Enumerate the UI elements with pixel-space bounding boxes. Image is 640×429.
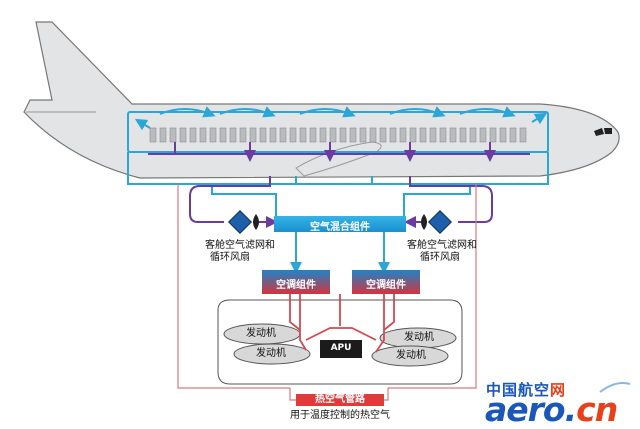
engines: [223, 323, 457, 367]
seat: [149, 127, 157, 143]
engine-right-1-label: 发动机: [404, 332, 434, 343]
right-filter-fan: [421, 209, 453, 235]
seat: [269, 127, 277, 143]
seat: [289, 127, 297, 143]
seat: [459, 127, 467, 143]
seat: [249, 127, 257, 143]
seat: [439, 127, 447, 143]
cabin-seats: [149, 127, 527, 143]
seat: [299, 127, 307, 143]
left-filter-fan: [227, 209, 259, 235]
seat: [399, 127, 407, 143]
filter-right-label-line1: 客舱空气滤网和: [407, 240, 477, 251]
pack-right-label: 空调组件: [366, 280, 406, 291]
logo-cn-accent: 网: [550, 381, 567, 399]
apu-box: [320, 340, 362, 358]
seat: [189, 127, 197, 143]
seat: [169, 127, 177, 143]
logo-en-main: aero.: [485, 390, 577, 429]
seat: [499, 127, 507, 143]
hot-air-duct-label: 热空气管路: [315, 394, 365, 405]
seat: [219, 127, 227, 143]
engine-region: [217, 299, 463, 385]
seat: [279, 127, 287, 143]
seat: [479, 127, 487, 143]
filter-right-label-line2: 循环风扇: [420, 252, 460, 263]
recirculation-ducts: [148, 142, 530, 228]
apu-label: APU: [330, 343, 352, 353]
seat: [379, 127, 387, 143]
seat: [359, 127, 367, 143]
seat: [329, 127, 337, 143]
bleed-air-lines: [289, 294, 395, 353]
seat: [389, 127, 397, 143]
seat: [209, 127, 217, 143]
pack-right-box: [352, 270, 420, 294]
logo-english: aero.cn: [485, 390, 618, 429]
seat: [489, 127, 497, 143]
engine-right-2-label: 发动机: [396, 350, 426, 361]
logo-swoosh-icon: [599, 382, 631, 393]
seat: [449, 127, 457, 143]
seat: [419, 127, 427, 143]
seat: [509, 127, 517, 143]
seat: [159, 127, 167, 143]
engine-left-1-label: 发动机: [246, 328, 276, 339]
filter-left-label-line2: 循环风扇: [210, 252, 250, 263]
hot-air-ducts: [177, 184, 477, 389]
pack-left-label: 空调组件: [276, 280, 316, 291]
seat: [409, 127, 417, 143]
pack-left-box: [262, 270, 330, 294]
seat: [339, 127, 347, 143]
seat: [199, 127, 207, 143]
filter-left-label-line1: 客舱空气滤网和: [205, 240, 275, 251]
mix-unit-label: 空气混合组件: [310, 222, 370, 233]
seat: [429, 127, 437, 143]
seat: [309, 127, 317, 143]
mix-unit-box: [274, 216, 406, 232]
hot-air-duct-box: [296, 394, 384, 406]
seat: [239, 127, 247, 143]
fresh-air-ducts: [127, 106, 549, 216]
logo-cn-main: 中国航空: [486, 381, 551, 399]
seat: [229, 127, 237, 143]
seat: [369, 127, 377, 143]
logo-chinese: 中国航空网: [486, 379, 566, 400]
seat: [259, 127, 267, 143]
seat: [319, 127, 327, 143]
logo-en-accent: cn: [576, 390, 618, 429]
hot-air-caption: 用于温度控制的热空气: [290, 410, 390, 421]
seat: [349, 127, 357, 143]
seat: [519, 127, 527, 143]
seat: [179, 127, 187, 143]
seat: [469, 127, 477, 143]
engine-left-2-label: 发动机: [256, 348, 286, 359]
